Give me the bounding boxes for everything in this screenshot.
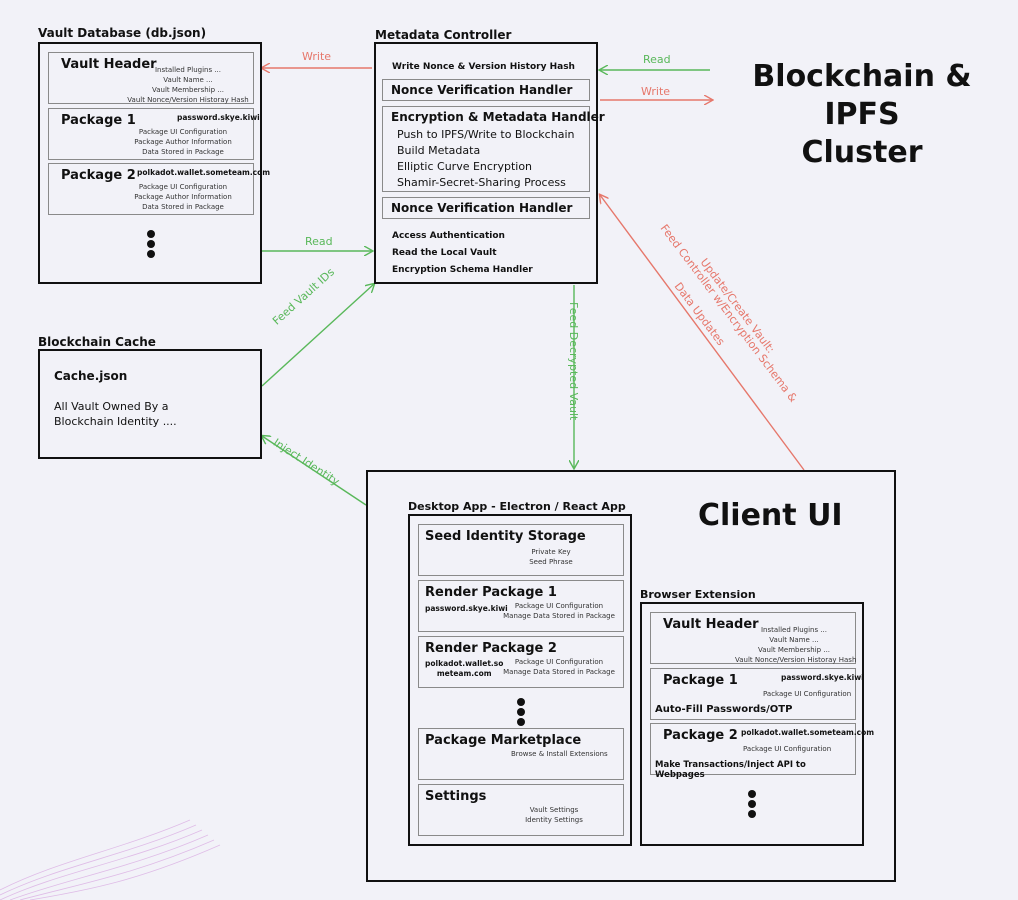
blockchain-line-1: Blockchain & IPFS	[752, 59, 972, 132]
feed-decrypted-label: Feed Decrypted Vault	[567, 302, 580, 421]
render-package-2-lines: Package UI Configuration Manage Data Sto…	[503, 658, 615, 676]
nonce-handler-2: Nonce Verification Handler	[382, 197, 590, 219]
update-vault-arrow	[600, 195, 805, 471]
db-package-1-tag: password.skye.kiwi	[177, 113, 260, 122]
render-package-1-card: Render Package 1 password.skye.kiwi Pack…	[418, 580, 624, 632]
ellipsis-dot	[147, 250, 155, 258]
seed-identity-lines: Private Key Seed Phrase	[529, 548, 573, 566]
metadata-controller-box: Write Nonce & Version History Hash Nonce…	[374, 42, 605, 284]
write-blockchain-label: Write	[641, 85, 671, 98]
nonce-handler-2-label: Nonce Verification Handler	[391, 201, 573, 215]
vault-db-box: Vault Header Installed Plugins ... Vault…	[38, 42, 270, 284]
ellipsis-dot	[748, 800, 756, 808]
db-package-1-lines: Package UI Configuration Package Author …	[134, 128, 232, 156]
inject-identity-arrow	[262, 436, 367, 506]
ellipsis-dot	[748, 790, 756, 798]
ellipsis-dot	[748, 810, 756, 818]
browser-package-2-action: Make Transactions/Inject API to Webpages	[655, 760, 806, 780]
encryption-handler-title: Encryption & Metadata Handler	[391, 110, 605, 124]
browser-package-1-card: Package 1 password.skye.kiwi Package UI …	[650, 668, 864, 720]
metadata-bottom-lines: Access Authentication Read the Local Vau…	[392, 231, 533, 275]
settings-lines: Vault Settings Identity Settings	[525, 806, 583, 824]
db-package-1-title: Package 1	[61, 113, 136, 128]
render-package-2-card: Render Package 2 polkadot.wallet.so mete…	[418, 636, 624, 688]
db-package-2-title: Package 2	[61, 168, 136, 183]
settings-card: Settings Vault Settings Identity Setting…	[418, 784, 624, 836]
browser-vault-header-lines: Installed Plugins ... Vault Name ... Vau…	[735, 626, 857, 664]
cache-file-name: Cache.json	[54, 369, 128, 383]
db-package-2-tag: polkadot.wallet.someteam.com	[137, 168, 271, 177]
ellipsis-dot	[147, 240, 155, 248]
browser-package-2-card: Package 2 polkadot.wallet.someteam.com P…	[650, 723, 874, 780]
desktop-app-box: Seed Identity Storage Private Key Seed P…	[408, 514, 632, 846]
vault-header-lines: Installed Plugins ... Vault Name ... Vau…	[127, 66, 249, 104]
write-db-label: Write	[302, 50, 332, 63]
browser-package-1-action: Auto-Fill Passwords/OTP	[655, 704, 793, 715]
browser-vault-header-card: Vault Header Installed Plugins ... Vault…	[650, 612, 856, 664]
package-marketplace-line: Browse & Install Extensions	[511, 750, 608, 758]
browser-package-2-line: Package UI Configuration	[743, 745, 832, 753]
blockchain-line-2: Cluster	[801, 135, 923, 170]
ellipsis-dot	[517, 708, 525, 716]
metadata-controller-title: Metadata Controller	[375, 28, 512, 42]
db-package-2-card: Package 2 polkadot.wallet.someteam.com P…	[48, 163, 270, 215]
metadata-top-line: Write Nonce & Version History Hash	[392, 62, 575, 72]
vault-header-card: Vault Header Installed Plugins ... Vault…	[48, 52, 254, 104]
client-ui-title: Client UI	[698, 498, 843, 533]
vault-db-title: Vault Database (db.json)	[38, 26, 207, 40]
browser-package-1-title: Package 1	[663, 673, 738, 688]
browser-package-2-tag: polkadot.wallet.someteam.com	[741, 728, 875, 737]
seed-identity-title: Seed Identity Storage	[425, 529, 586, 544]
nonce-handler-1-label: Nonce Verification Handler	[391, 83, 573, 97]
cache-description: All Vault Owned By a Blockchain Identity…	[54, 400, 177, 428]
blockchain-cache-box: Cache.json All Vault Owned By a Blockcha…	[38, 349, 262, 459]
decorative-swirl	[0, 819, 221, 900]
package-marketplace-title: Package Marketplace	[425, 733, 582, 748]
blockchain-cache-title: Blockchain Cache	[38, 335, 156, 349]
ellipsis-dot	[147, 230, 155, 238]
browser-package-1-tag: password.skye.kiwi	[781, 673, 864, 682]
settings-title: Settings	[425, 789, 487, 804]
browser-extension-box: Vault Header Installed Plugins ... Vault…	[640, 602, 874, 846]
db-package-1-card: Package 1 password.skye.kiwi Package UI …	[48, 108, 260, 160]
render-package-1-tag: password.skye.kiwi	[425, 604, 508, 613]
browser-package-1-line: Package UI Configuration	[763, 690, 852, 698]
db-package-2-lines: Package UI Configuration Package Author …	[134, 183, 232, 211]
encryption-handler-lines: Push to IPFS/Write to Blockchain Build M…	[397, 128, 575, 189]
feed-vault-ids-arrow	[261, 284, 374, 387]
package-marketplace-card: Package Marketplace Browse & Install Ext…	[418, 728, 624, 780]
ellipsis-dot	[517, 698, 525, 706]
desktop-app-title: Desktop App - Electron / React App	[408, 500, 626, 513]
browser-extension-title: Browser Extension	[640, 588, 756, 601]
client-ui-box: Client UI Desktop App - Electron / React…	[366, 470, 896, 882]
encryption-handler: Encryption & Metadata Handler Push to IP…	[382, 106, 605, 192]
ellipsis-dot	[517, 718, 525, 726]
read-blockchain-label: Read	[643, 53, 671, 66]
browser-package-2-title: Package 2	[663, 728, 738, 743]
render-package-2-tag: polkadot.wallet.so meteam.com	[425, 659, 504, 678]
browser-vault-header-title: Vault Header	[663, 617, 759, 632]
nonce-handler-1: Nonce Verification Handler	[382, 79, 590, 101]
read-db-label: Read	[305, 235, 333, 248]
blockchain-ipfs-cluster: Blockchain & IPFS Cluster	[716, 58, 1008, 172]
render-package-2-title: Render Package 2	[425, 641, 557, 656]
seed-identity-card: Seed Identity Storage Private Key Seed P…	[418, 524, 624, 576]
render-package-1-lines: Package UI Configuration Manage Data Sto…	[503, 602, 615, 620]
render-package-1-title: Render Package 1	[425, 585, 557, 600]
vault-header-title: Vault Header	[61, 57, 157, 72]
